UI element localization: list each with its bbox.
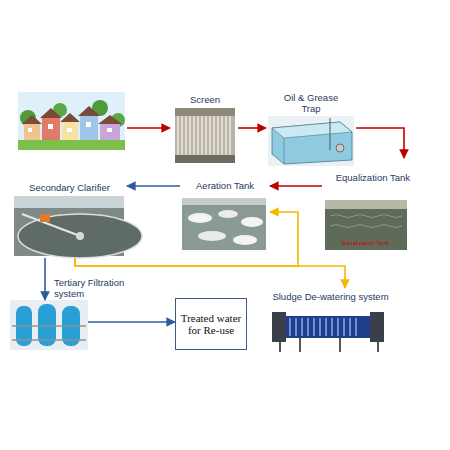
inflow-arrow xyxy=(127,127,170,129)
tank-wall xyxy=(182,198,266,205)
house xyxy=(42,118,60,142)
flow-arrow xyxy=(88,321,175,323)
stage-label: Sludge De-watering system xyxy=(268,291,393,302)
house xyxy=(24,124,40,142)
windows xyxy=(28,122,112,132)
flow-arrow xyxy=(75,212,298,266)
ground xyxy=(18,140,125,150)
process-stage: Tertiary Filtration system xyxy=(10,300,88,350)
tank-top xyxy=(272,122,352,138)
press-end xyxy=(370,312,384,342)
photo-frame xyxy=(325,200,407,250)
photo-frame xyxy=(10,300,88,350)
tertiary-filter-photo xyxy=(10,300,88,350)
legs xyxy=(280,338,378,352)
process-stage: Equalization Tank xyxy=(322,158,410,252)
filter-press-photo xyxy=(270,304,390,356)
aeration-photo xyxy=(182,198,266,250)
stage-label: Equalization Tank xyxy=(322,172,410,183)
walkway xyxy=(40,214,50,222)
foam xyxy=(241,217,263,227)
photo-frame xyxy=(268,116,354,166)
water-ripple xyxy=(330,215,402,218)
tank-rim xyxy=(325,200,407,209)
flow-arrow xyxy=(127,185,180,187)
press-frame xyxy=(276,316,384,338)
roofs xyxy=(22,106,122,124)
photo-frame xyxy=(270,304,390,356)
press-head xyxy=(272,312,286,342)
stage-label: Secondary Clarifier xyxy=(12,182,127,193)
foam xyxy=(233,235,257,245)
water-ripple xyxy=(330,225,402,228)
flow-arrow xyxy=(356,128,404,158)
flow-arrow xyxy=(270,185,322,187)
house xyxy=(80,116,98,142)
center-well xyxy=(76,232,84,240)
tank-rim xyxy=(18,214,142,258)
stage-label: Aeration Tank xyxy=(180,180,270,191)
screen-top xyxy=(175,108,235,116)
stage-label: Screen xyxy=(172,94,238,105)
pipes xyxy=(12,326,86,340)
flow-arrow xyxy=(238,127,266,129)
photo-frame xyxy=(182,198,266,250)
output-text: Treated water for Re-use xyxy=(180,312,242,336)
foam xyxy=(188,213,212,223)
foam xyxy=(218,210,238,218)
bridge xyxy=(22,214,80,236)
process-stage: Aeration Tank xyxy=(180,176,270,252)
sky xyxy=(18,92,125,150)
photo-caption: Equalization Tank xyxy=(342,240,389,247)
process-stage: Screen xyxy=(172,92,238,164)
equalization-photo xyxy=(325,200,407,250)
output-box: Treated water for Re-use xyxy=(175,298,247,350)
sky xyxy=(14,196,124,208)
house xyxy=(100,124,120,142)
tank xyxy=(272,122,352,164)
houses-illustration xyxy=(18,92,170,150)
oil-trap-photo xyxy=(268,116,354,166)
stage-label: Oil & Grease Trap xyxy=(281,92,341,114)
pipe xyxy=(336,144,344,152)
tank-edge xyxy=(284,138,285,164)
foam xyxy=(198,231,226,241)
screen-photo xyxy=(175,108,235,163)
process-stage: Sludge De-watering system xyxy=(268,288,393,360)
process-stage: Oil & Grease Trap xyxy=(266,92,356,168)
channel xyxy=(175,155,235,163)
clarifier-photo xyxy=(14,196,142,258)
photo-frame xyxy=(175,108,235,163)
screen-bars xyxy=(178,116,230,161)
stage-label: Tertiary Filtration system xyxy=(54,277,144,299)
flow-arrow xyxy=(44,258,46,300)
filter-plates xyxy=(290,318,356,336)
process-stage: Secondary Clarifier xyxy=(12,176,127,258)
baffle xyxy=(330,118,331,150)
